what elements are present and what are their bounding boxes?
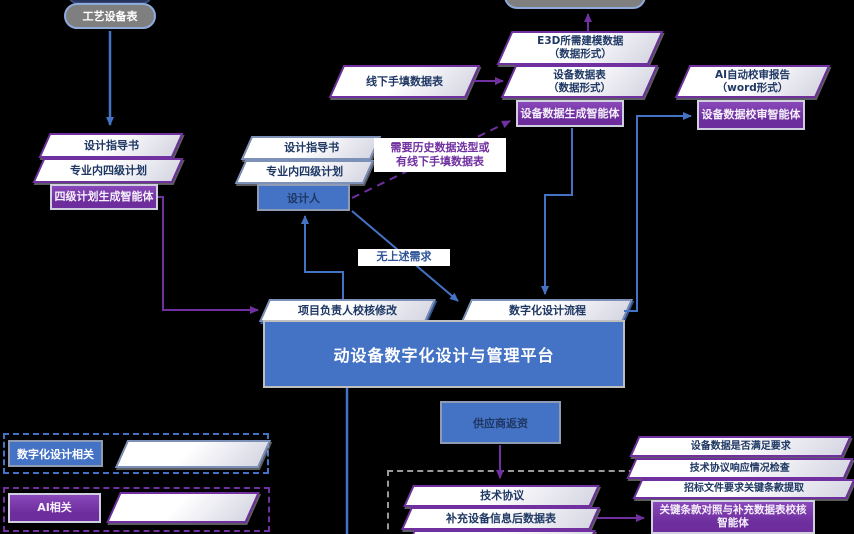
node-discipline-plan-digital: 专业内四级计划	[234, 160, 375, 184]
node-label: 工艺设备表	[82, 10, 138, 23]
node-label: 设计人	[287, 191, 320, 205]
node-label: 供应商返资	[473, 416, 528, 430]
agent-device-data-reviewer: 设备数据校审智能体	[697, 100, 805, 130]
legend-ai-group	[3, 487, 270, 532]
node-designer: 设计人	[257, 184, 350, 211]
node-check-agreement-response: 技术协议响应情况检查	[626, 458, 854, 479]
node-tech-agreement: 技术协议	[403, 485, 600, 507]
node-device-data-table: 设备数据表 （数据形式）	[500, 65, 659, 98]
edge-generator-to-flow	[541, 128, 573, 295]
agent-key-clause-check: 关键条款对照与补充数据表校核 智能体	[651, 500, 815, 534]
node-check-device-data: 设备数据是否满足要求	[629, 436, 852, 457]
agent-device-data-generator: 设备数据生成智能体	[516, 100, 624, 127]
node-digital-design-flow: 数字化设计流程	[460, 299, 634, 322]
node-label: 设计指导书	[283, 141, 339, 155]
node-label: 专业内四级计划	[69, 163, 147, 177]
edge-review-to-designer	[301, 215, 344, 299]
node-label: 项目负责人校核修改	[298, 303, 397, 317]
node-supplier-feedback: 供应商返资	[440, 401, 561, 444]
legend-digital-label: 数字化设计相关	[8, 440, 103, 467]
agent-plan-generator: 四级计划生成智能体	[50, 184, 158, 210]
node-top-terminal-cut	[504, 0, 646, 9]
node-label: 设备数据是否满足要求	[690, 440, 791, 452]
node-design-guide-digital: 设计指导书	[240, 136, 382, 160]
node-check-bid-key-clause: 招标文件要求关键条款提取	[632, 479, 854, 499]
node-platform: 动设备数字化设计与管理平台	[263, 320, 625, 388]
agent-label: 关键条款对照与补充数据表校核 智能体	[659, 503, 807, 529]
node-label: 补充设备信息后数据表	[445, 511, 556, 525]
node-label: 设备数据表 （数据形式）	[548, 68, 611, 94]
label-no-requirement: 无上述需求	[358, 249, 450, 266]
edge-flow-to-reviewer	[624, 112, 692, 312]
legend-digital-shape	[114, 440, 272, 468]
agent-label: 设备数据生成智能体	[520, 106, 620, 120]
node-label: 专业内四级计划	[266, 165, 343, 179]
edge-plan-agent-to-review	[158, 196, 259, 314]
node-label: 线下手填数据表	[366, 74, 443, 88]
node-pm-review-modify: 项目负责人校核修改	[258, 299, 437, 322]
node-label: 数字化设计流程	[508, 303, 586, 317]
node-discipline-plan-ai: 专业内四级计划	[32, 158, 184, 183]
node-offline-data-table: 线下手填数据表	[328, 65, 481, 98]
legend-ai-label: AI相关	[8, 493, 101, 523]
label-need-history-data: 需要历史数据选型或 有线下手填数据表	[374, 138, 506, 172]
node-cutoff-parallelogram	[405, 530, 597, 534]
node-process-equipment-table: 工艺设备表	[64, 3, 156, 29]
node-design-guide-ai: 设计指导书	[38, 133, 184, 158]
node-label: 招标文件要求关键条款提取	[684, 483, 804, 494]
legend-digital-group	[3, 433, 269, 474]
platform-title: 动设备数字化设计与管理平台	[333, 346, 555, 365]
node-ai-review-report: AI自动校审报告 （word形式）	[674, 65, 831, 98]
agent-label: 设备数据校审智能体	[701, 108, 801, 122]
node-label: 技术协议	[479, 489, 524, 503]
node-label: E3D所需建模数据 （数据形式）	[536, 35, 624, 60]
legend-ai-shape	[106, 492, 260, 523]
node-label: AI自动校审报告 （word形式）	[714, 68, 791, 94]
node-label: 技术协议响应情况检查	[690, 462, 790, 474]
node-supplemented-data-table: 补充设备信息后数据表	[400, 507, 601, 530]
node-e3d-modeling-data: E3D所需建模数据 （数据形式）	[496, 31, 664, 65]
agent-label: 四级计划生成智能体	[54, 190, 154, 204]
node-label: 设计指导书	[83, 138, 139, 152]
